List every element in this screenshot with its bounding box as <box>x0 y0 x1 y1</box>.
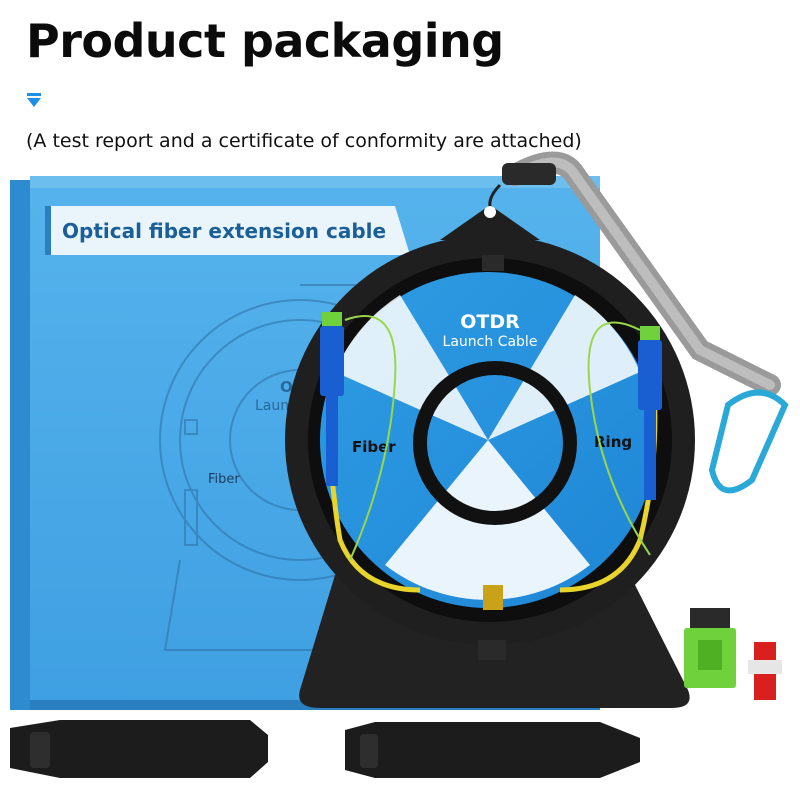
carabiner-icon <box>708 389 789 494</box>
sc-connector-left <box>320 312 344 486</box>
sc-adapter-icon <box>684 608 736 688</box>
velcro-strap-right <box>345 722 640 778</box>
sketch-text-launch: Laun <box>255 398 289 414</box>
page-title: Product packaging <box>26 14 504 68</box>
reel-subtitle: Launch Cable <box>443 334 538 350</box>
lanyard <box>488 151 781 396</box>
reel-right-label: Ring <box>594 433 632 451</box>
reel-left-label: Fiber <box>352 438 396 456</box>
sketch-fiber-label: Fiber <box>208 472 240 487</box>
fc-cap-icon <box>748 642 782 700</box>
sketch-text-o: O <box>280 378 293 396</box>
fiber-reel: OTDR Launch Cable Fiber Ring <box>285 205 695 708</box>
attachment-note: (A test report and a certificate of conf… <box>26 130 582 152</box>
box-label: Optical fiber extension cable <box>62 219 386 243</box>
triangle-down-icon <box>27 93 41 107</box>
reel-title: OTDR <box>460 311 520 333</box>
velcro-strap-left <box>10 720 268 778</box>
sc-connector-right <box>638 326 662 500</box>
